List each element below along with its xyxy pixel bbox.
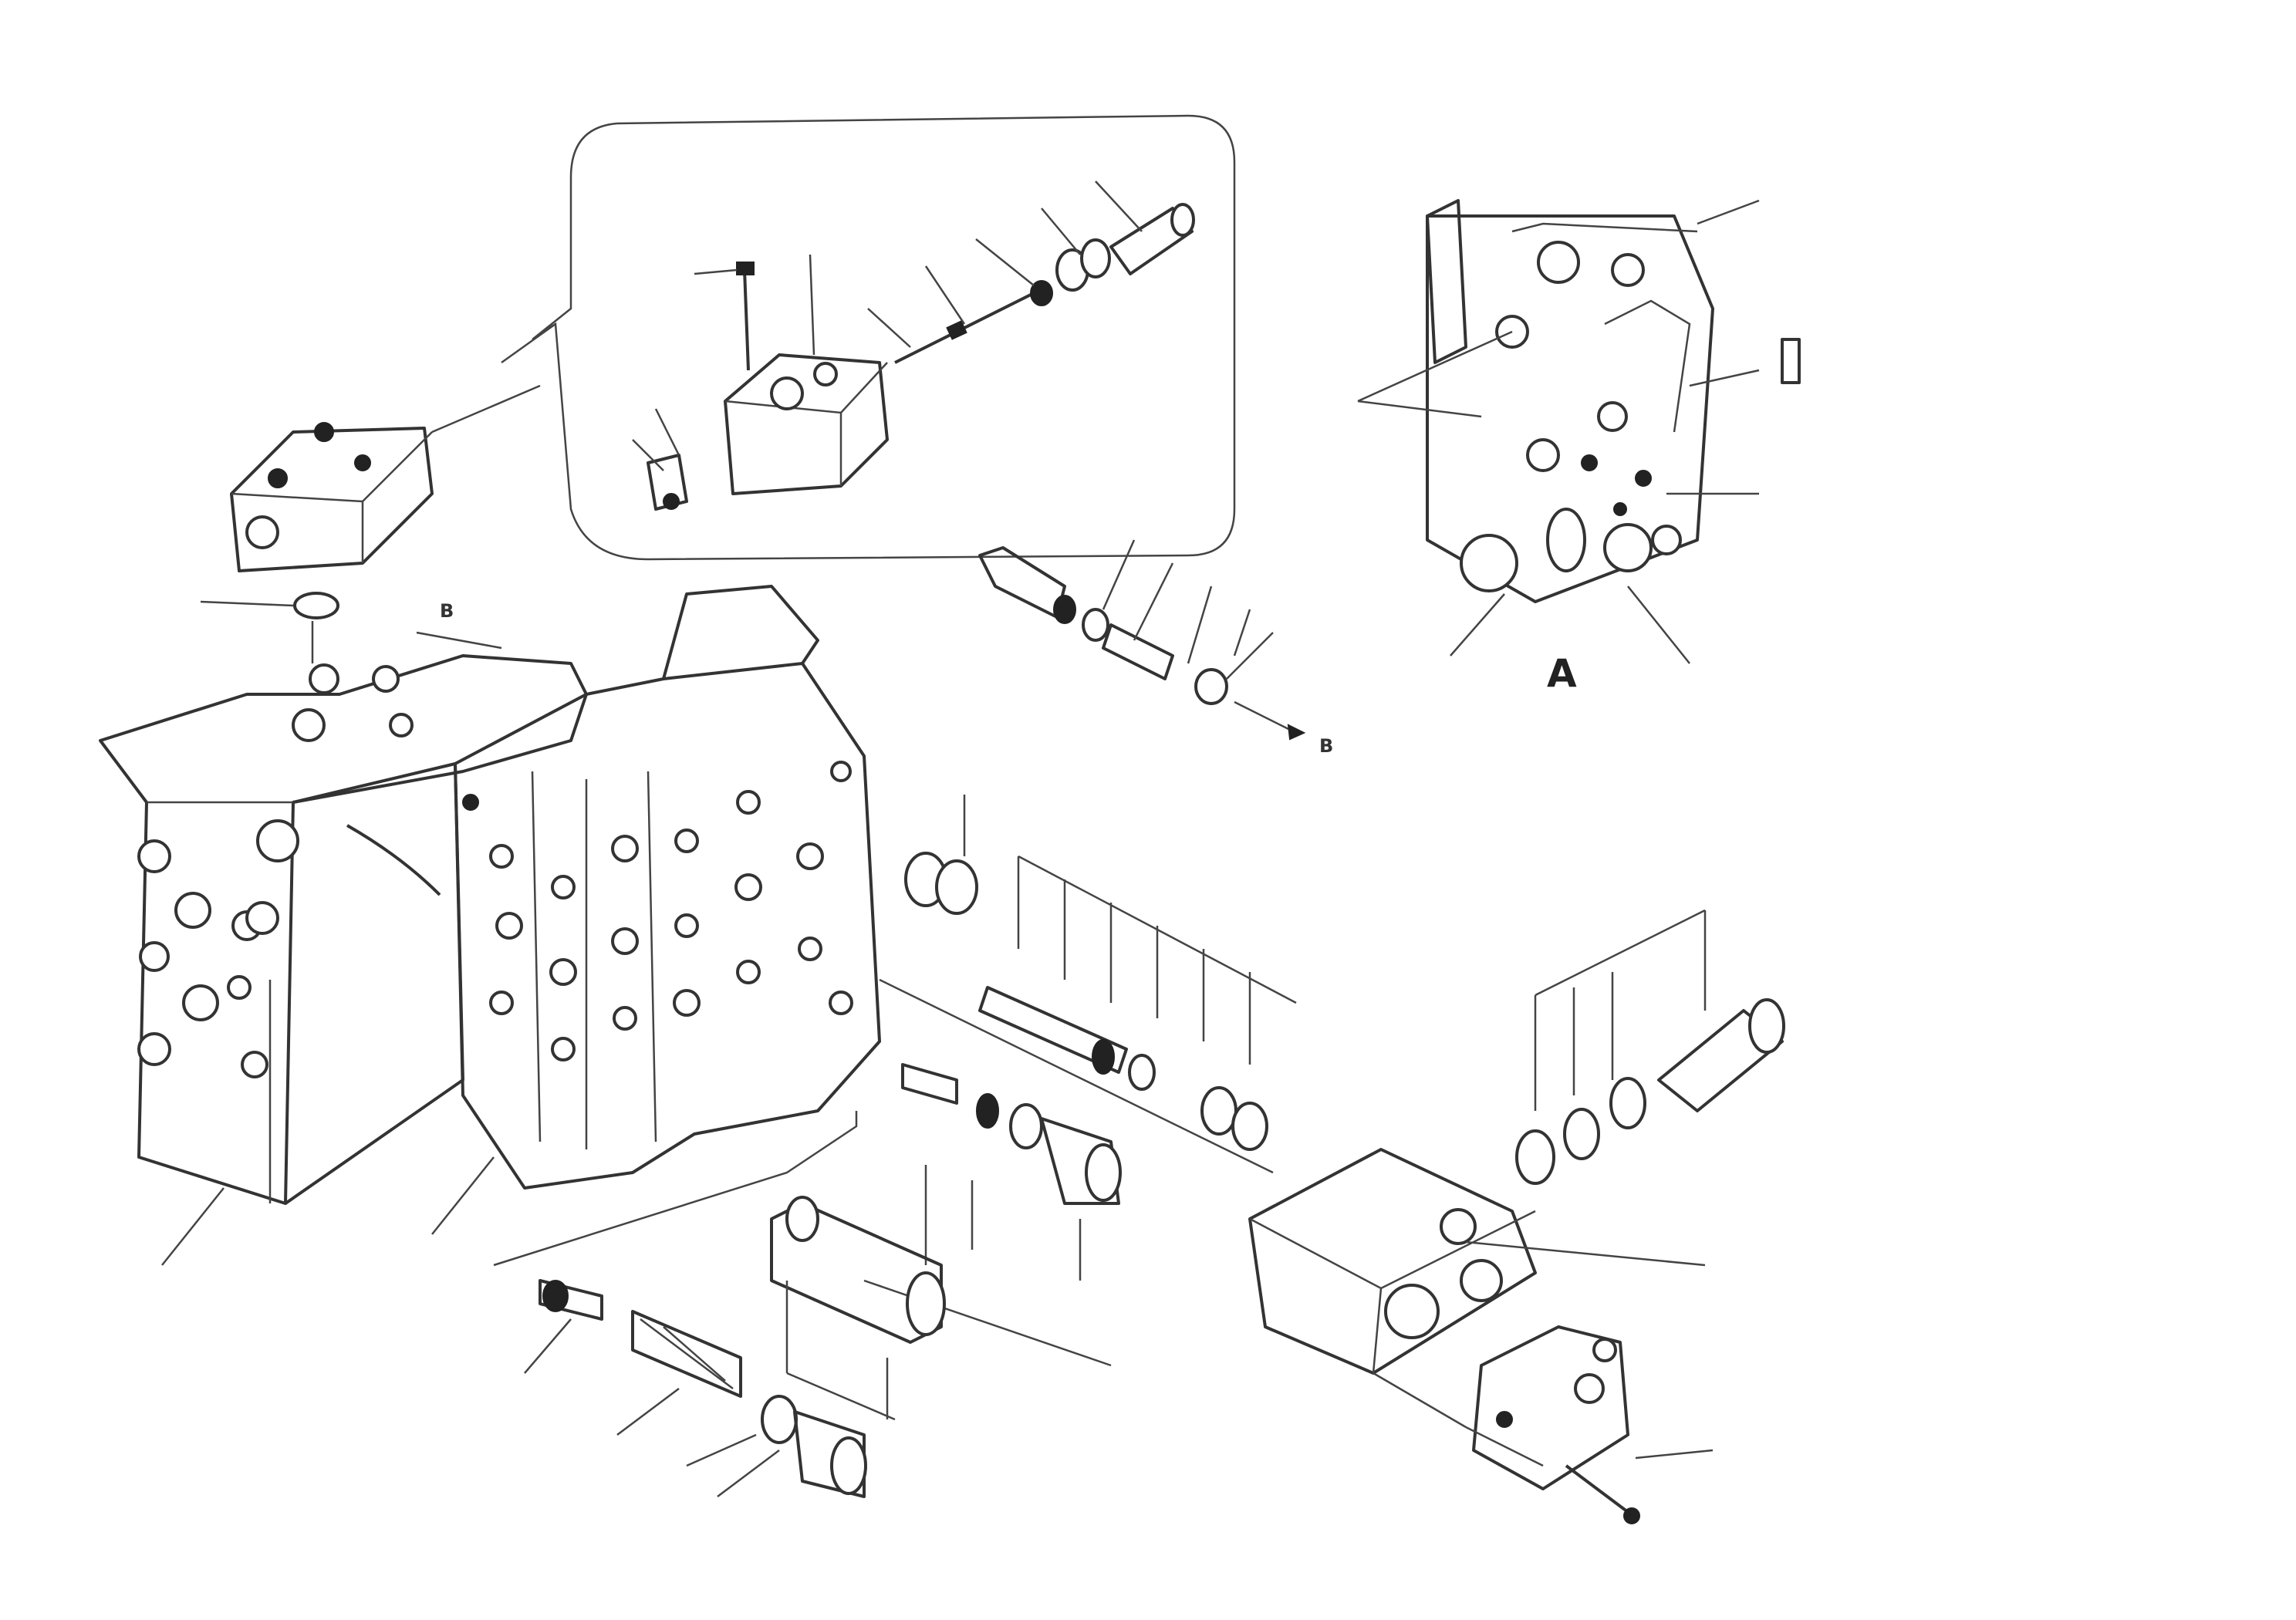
section-marker-top: B [440, 600, 454, 622]
main-valve-block [99, 631, 588, 1266]
plug-group [1515, 909, 1785, 1185]
valve-sections [431, 585, 881, 1235]
end-cap-block [1248, 1148, 1714, 1524]
section-marker-right: B [1319, 735, 1333, 757]
spool-b [978, 539, 1306, 741]
lower-spools [524, 1196, 946, 1498]
pilot-block [200, 322, 556, 663]
detail-balloon [532, 114, 1236, 561]
view-a [1357, 199, 1801, 664]
view-label: A [1547, 651, 1577, 696]
spool-assembly [493, 795, 1297, 1367]
